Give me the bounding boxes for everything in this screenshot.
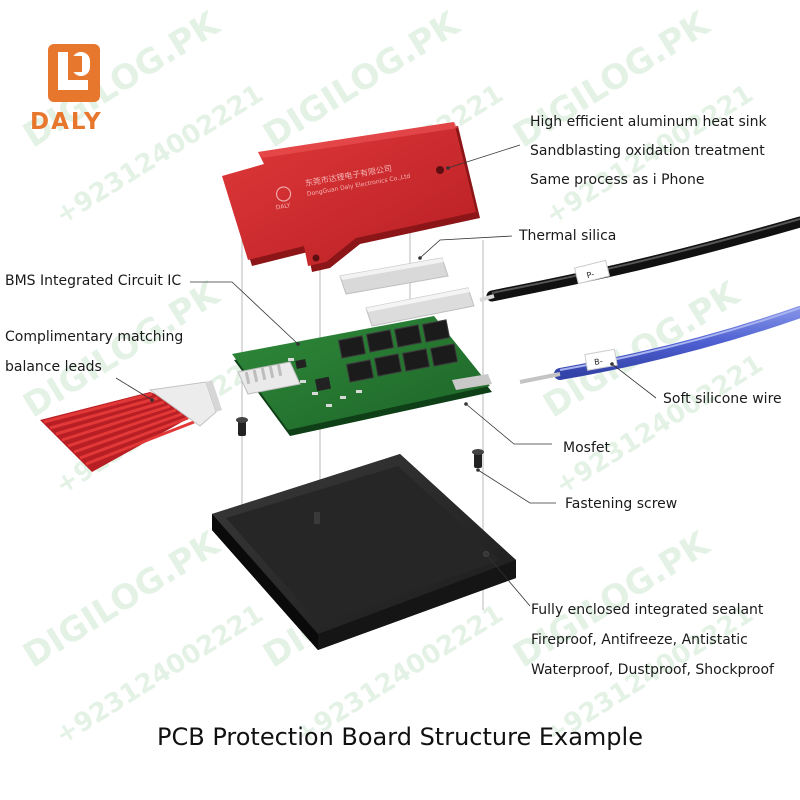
label-sealant-2: Fireproof, Antifreeze, Antistatic: [531, 632, 748, 648]
soft-silicone-wire: [519, 306, 800, 384]
label-heat-sink-2: Sandblasting oxidation treatment: [530, 143, 765, 159]
bms-pcb-board: [232, 316, 492, 436]
label-silicone-wire: Soft silicone wire: [663, 391, 782, 407]
label-sealant-1: Fully enclosed integrated sealant: [531, 602, 764, 618]
diagram-title: PCB Protection Board Structure Example: [157, 723, 643, 751]
fastening-screw-icon: [236, 417, 484, 468]
negative-power-wire: [479, 216, 800, 302]
aluminum-heat-sink: 东莞市达锂电子有限公司 DongGuan Daly Electronics Co…: [222, 122, 480, 272]
label-mosfet: Mosfet: [563, 440, 610, 456]
daly-logo-icon: [48, 44, 100, 102]
callout-leaders: [115, 144, 657, 607]
wire-tag-balance: B-: [594, 357, 604, 367]
label-balance-2: balance leads: [5, 359, 102, 375]
label-heat-sink-1: High efficient aluminum heat sink: [530, 114, 767, 130]
wire-tag-negative: P-: [586, 270, 596, 281]
label-thermal-silica: Thermal silica: [519, 228, 617, 244]
balance-leads: [40, 380, 222, 472]
label-sealant-3: Waterproof, Dustproof, Shockproof: [531, 662, 774, 678]
label-screw: Fastening screw: [565, 496, 678, 512]
label-heat-sink-3: Same process as i Phone: [530, 172, 705, 188]
enclosure-box: [212, 454, 516, 650]
label-balance-1: Complimentary matching: [5, 329, 184, 345]
brand-logo-text: DALY: [30, 109, 103, 135]
label-bms-ic: BMS Integrated Circuit IC: [5, 273, 182, 289]
svg-text:DALY: DALY: [275, 202, 291, 212]
thermal-silica-pads: [339, 257, 475, 327]
